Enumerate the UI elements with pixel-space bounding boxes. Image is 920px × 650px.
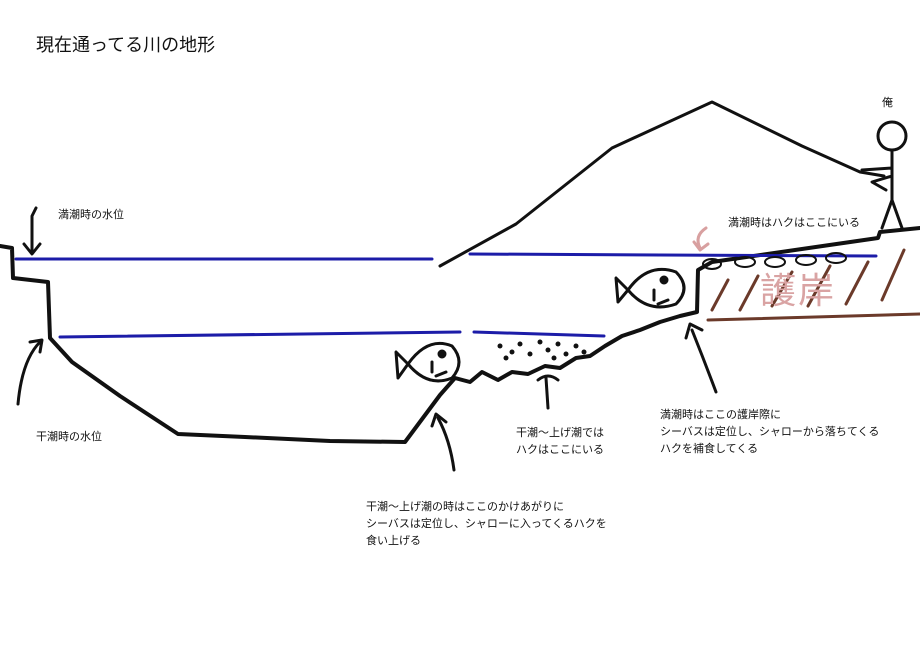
riverbed-outline (0, 226, 920, 444)
label-low-rising-seabass: 干潮～上げ潮の時はここのかけあがりに シーバスは定位し、シャローに入ってくるハク… (366, 500, 607, 547)
low-tide-water-line (58, 330, 606, 339)
label-low-rising-bait: 干潮～上げ潮では ハクはここにいる (516, 426, 604, 456)
angler-stick-figure (860, 120, 908, 230)
bait-fish-high-tide (702, 252, 847, 270)
mountain-outline (438, 100, 886, 268)
seabass-at-revetment (614, 267, 686, 309)
label-low-tide-level: 干潮時の水位 (36, 430, 102, 443)
bait-dots-shallows (497, 339, 587, 361)
label-me: 俺 (882, 96, 893, 109)
label-revetment: 護岸 (760, 271, 837, 312)
arrow-high-tide-seabass (684, 322, 718, 394)
arrow-high-tide-bait (692, 226, 710, 252)
page-title: 現在通ってる川の地形 (36, 35, 216, 56)
arrow-high-tide-level (22, 206, 42, 256)
label-high-tide-level: 満潮時の水位 (58, 208, 124, 221)
seabass-on-slope (394, 341, 461, 383)
arrow-low-rising-seabass (430, 412, 456, 472)
label-high-tide-seabass: 満潮時はここの護岸際に シーバスは定位し、シャローから落ちてくる ハクを補食して… (660, 408, 880, 455)
arrow-low-rising-bait (536, 374, 560, 410)
label-high-tide-bait: 満潮時はハクはここにいる (728, 216, 860, 229)
arrow-low-tide-level (16, 338, 44, 406)
revetment-hatching (706, 248, 920, 322)
